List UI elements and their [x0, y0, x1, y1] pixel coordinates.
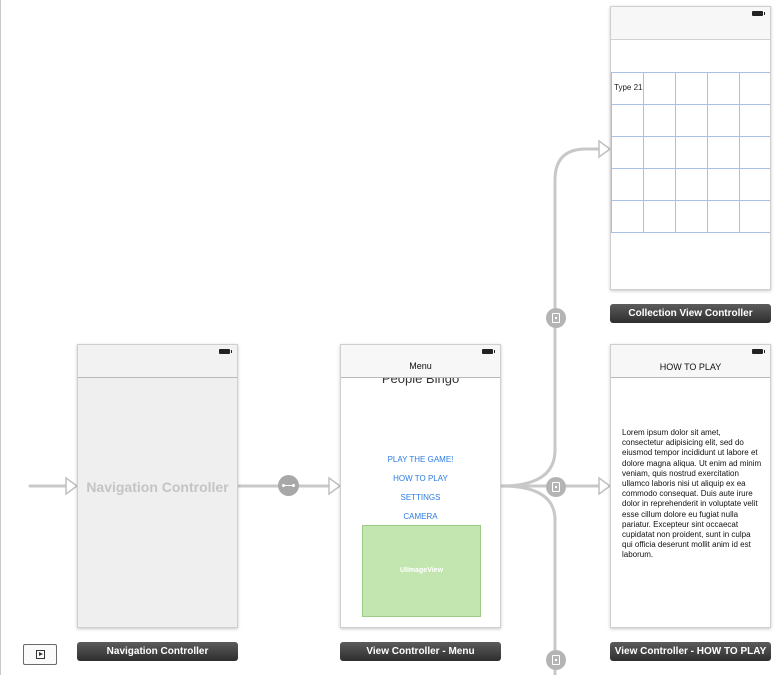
collection-cell[interactable]: Type 21 [611, 72, 644, 105]
push-segue-icon[interactable] [546, 477, 566, 497]
collection-cell[interactable] [675, 200, 708, 233]
how-to-play-navigation-bar: HOW TO PLAY [611, 345, 770, 378]
image-view[interactable]: UIImageView [362, 525, 481, 617]
collection-grid[interactable]: Type 21 [611, 72, 770, 233]
collection-cell[interactable] [643, 136, 676, 169]
menu-view-controller-label[interactable]: View Controller - Menu [340, 642, 501, 661]
battery-icon [752, 349, 765, 354]
menu-nav-title: Menu [409, 361, 432, 371]
push-segue-line-bottom [499, 484, 557, 675]
push-segue-line-collection [499, 147, 605, 488]
collection-cell[interactable] [675, 168, 708, 201]
howto-arrowhead [598, 476, 612, 496]
collection-cell[interactable] [643, 72, 676, 105]
collection-cell[interactable] [707, 104, 740, 137]
collection-cell[interactable] [643, 200, 676, 233]
collection-cell[interactable] [611, 200, 644, 233]
entry-arrowhead [65, 476, 79, 496]
segue-glyph [552, 313, 560, 323]
push-segue-icon[interactable] [546, 650, 566, 670]
simulate-play-button[interactable] [23, 644, 57, 665]
cell-label: Type 21 [614, 83, 643, 92]
navigation-controller-placeholder: Navigation Controller [86, 479, 229, 495]
navigation-controller-label[interactable]: Navigation Controller [77, 642, 238, 661]
collection-cell[interactable] [739, 104, 770, 137]
collection-cell[interactable] [707, 136, 740, 169]
collection-cell[interactable] [675, 104, 708, 137]
collection-view-controller-scene[interactable]: Type 21 [610, 6, 771, 290]
collection-view-controller-label[interactable]: Collection View Controller [610, 304, 771, 323]
collection-cell[interactable] [675, 136, 708, 169]
canvas-left-edge [0, 0, 1, 675]
menu-view-controller-scene[interactable]: People Bingo Menu PLAY THE GAME! HOW TO … [340, 344, 501, 628]
how-to-play-view-controller-scene[interactable]: HOW TO PLAY Lorem ipsum dolor sit amet, … [610, 344, 771, 628]
relationship-segue-icon[interactable] [278, 475, 299, 496]
battery-icon [752, 11, 765, 16]
menu-navigation-bar: Menu [341, 345, 500, 378]
segue-glyph [552, 655, 560, 665]
collection-cell[interactable] [739, 136, 770, 169]
play-icon [36, 650, 45, 659]
navigation-controller-scene[interactable]: Navigation Controller [77, 344, 238, 628]
collection-cell[interactable] [707, 72, 740, 105]
how-to-play-button[interactable]: HOW TO PLAY [393, 474, 448, 483]
collection-cell[interactable] [739, 72, 770, 105]
how-to-play-view-controller-label[interactable]: View Controller - HOW TO PLAY [610, 642, 771, 661]
camera-button[interactable]: CAMERA [403, 512, 438, 521]
collection-cell[interactable] [643, 104, 676, 137]
collection-cell[interactable] [611, 136, 644, 169]
battery-icon [219, 349, 232, 354]
how-to-play-nav-title: HOW TO PLAY [659, 362, 722, 372]
collection-top-bar [611, 7, 770, 40]
collection-cell[interactable] [739, 200, 770, 233]
push-segue-icon[interactable] [546, 308, 566, 328]
play-the-game-button[interactable]: PLAY THE GAME! [387, 455, 454, 464]
collection-cell[interactable] [739, 168, 770, 201]
root-segue-arrowhead [328, 476, 342, 496]
segue-glyph [552, 482, 560, 492]
battery-icon [482, 349, 495, 354]
collection-cell[interactable] [611, 168, 644, 201]
segue-dots [282, 484, 295, 487]
collection-cell[interactable] [675, 72, 708, 105]
segue-dash [284, 485, 293, 486]
collection-cell[interactable] [707, 168, 740, 201]
collection-cell[interactable] [707, 200, 740, 233]
collection-cell[interactable] [643, 168, 676, 201]
collection-cell[interactable] [611, 104, 644, 137]
collection-arrowhead [598, 139, 612, 159]
navigation-bar [78, 345, 237, 378]
settings-button[interactable]: SETTINGS [400, 493, 441, 502]
how-to-play-body-text: Lorem ipsum dolor sit amet, consectetur … [622, 428, 762, 560]
